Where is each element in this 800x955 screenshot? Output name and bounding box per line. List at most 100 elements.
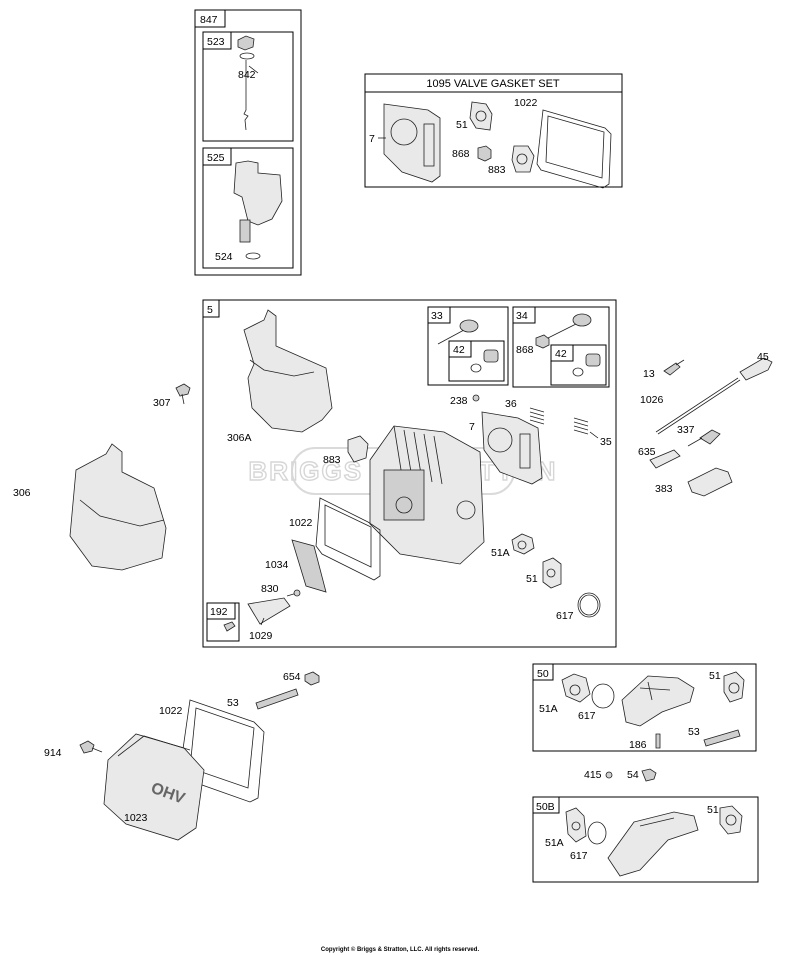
box-523-tag bbox=[202, 31, 232, 50]
box-5-tag bbox=[202, 299, 220, 318]
rocker-cover-gasket bbox=[536, 109, 612, 189]
callout-307: 307 bbox=[153, 397, 171, 409]
washer-415 bbox=[605, 771, 613, 779]
gasket-51a-50 bbox=[561, 673, 591, 703]
tag-42-a: 42 bbox=[453, 344, 465, 356]
intake-gasket-51 bbox=[469, 101, 493, 131]
box-192-tag bbox=[206, 602, 236, 620]
group-50: 50 51A 617 51 53 186 bbox=[532, 663, 757, 752]
valve-seat-b bbox=[585, 353, 601, 367]
fitting-186 bbox=[655, 733, 661, 749]
intake-manifold-50b bbox=[607, 811, 699, 877]
dipstick-o-ring bbox=[239, 52, 255, 60]
stud-53 bbox=[255, 688, 299, 710]
bolt-914 bbox=[79, 740, 95, 754]
gasket-51 bbox=[542, 557, 562, 589]
tag-847: 847 bbox=[200, 14, 218, 26]
callout-7-head: 7 bbox=[469, 421, 475, 433]
callout-914: 914 bbox=[44, 747, 62, 759]
box-50-tag bbox=[532, 663, 554, 681]
exhaust-gasket-883-b bbox=[347, 435, 369, 463]
callout-415: 415 bbox=[584, 769, 602, 781]
rocker-gasket-1022 bbox=[315, 497, 381, 581]
tag-50b: 50B bbox=[536, 801, 555, 813]
group-5: 5 306A 33 42 34 868 42 238 36 bbox=[202, 299, 617, 648]
callout-53-50: 53 bbox=[688, 726, 700, 738]
tag-42-b: 42 bbox=[555, 348, 567, 360]
callout-337: 337 bbox=[677, 424, 695, 436]
gasket-51-50b bbox=[719, 805, 743, 835]
box-523 bbox=[202, 31, 294, 142]
group-50b: 50B 51A 617 51 bbox=[532, 796, 759, 883]
callout-51-50b: 51 bbox=[707, 804, 719, 816]
tag-50: 50 bbox=[537, 668, 549, 680]
callout-54: 54 bbox=[627, 769, 639, 781]
tag-192: 192 bbox=[210, 606, 228, 618]
callout-13: 13 bbox=[643, 368, 655, 380]
callout-36: 36 bbox=[505, 398, 517, 410]
callout-186: 186 bbox=[629, 739, 647, 751]
callout-51a-50: 51A bbox=[539, 703, 558, 715]
tag-33: 33 bbox=[431, 310, 443, 322]
dipstick-tube-neck bbox=[239, 219, 251, 243]
callout-1022-set: 1022 bbox=[514, 97, 538, 109]
callout-617-head: 617 bbox=[556, 610, 574, 622]
box-50b-tag bbox=[532, 796, 560, 814]
callout-1022-head: 1022 bbox=[289, 517, 313, 529]
box-34 bbox=[512, 306, 610, 388]
callout-51-head: 51 bbox=[526, 573, 538, 585]
callout-51-50: 51 bbox=[709, 670, 721, 682]
callout-238: 238 bbox=[450, 395, 468, 407]
screw-192 bbox=[223, 621, 236, 632]
callout-1029: 1029 bbox=[249, 630, 273, 642]
callout-383: 383 bbox=[655, 483, 673, 495]
breather-plate-1034 bbox=[291, 539, 327, 593]
callout-51a-50b: 51A bbox=[545, 837, 564, 849]
tag-5: 5 bbox=[207, 304, 213, 316]
callout-1023: 1023 bbox=[124, 812, 148, 824]
box-50b bbox=[532, 796, 759, 883]
box-5 bbox=[202, 299, 617, 648]
box-42-a bbox=[448, 340, 505, 382]
box-847 bbox=[194, 9, 302, 276]
callout-35: 35 bbox=[600, 436, 612, 448]
exhaust-gasket-883 bbox=[511, 145, 535, 173]
callout-45: 45 bbox=[757, 351, 769, 363]
intake-manifold-50 bbox=[621, 675, 695, 727]
group-1095: 1095 VALVE GASKET SET 7 51 1022 868 883 bbox=[364, 73, 623, 189]
box-34-tag bbox=[512, 306, 536, 324]
box-1095 bbox=[364, 73, 623, 188]
rocker-cover-area: 654 53 1022 OHV 1023 914 bbox=[44, 671, 320, 841]
callout-51a-head: 51A bbox=[491, 547, 510, 559]
exhaust-valve-stem bbox=[547, 323, 577, 339]
dipstick-tube bbox=[233, 160, 283, 226]
tube-o-ring bbox=[245, 252, 261, 260]
bracket-383 bbox=[687, 467, 733, 497]
box-42-b bbox=[550, 344, 607, 386]
box-33 bbox=[427, 306, 509, 386]
seat-washer-a bbox=[470, 363, 482, 373]
copyright: Copyright © Briggs & Stratton, LLC. All … bbox=[321, 946, 480, 953]
tag-523: 523 bbox=[207, 36, 225, 48]
callout-53-cover: 53 bbox=[227, 697, 239, 709]
tag-525: 525 bbox=[207, 152, 225, 164]
head-shroud-306a bbox=[243, 309, 333, 433]
callout-617-50b: 617 bbox=[570, 850, 588, 862]
callout-1026: 1026 bbox=[640, 394, 664, 406]
valve-spring-35 bbox=[573, 417, 589, 435]
stud-53-50 bbox=[703, 729, 741, 747]
seat-washer-b bbox=[572, 367, 584, 377]
callout-830: 830 bbox=[261, 583, 279, 595]
spark-plug-337 bbox=[699, 429, 721, 445]
gasket-51-50 bbox=[723, 671, 745, 703]
right-parts: 13 45 1026 337 635 383 bbox=[638, 351, 773, 497]
callout-1034: 1034 bbox=[265, 559, 289, 571]
callout-842: 842 bbox=[238, 69, 256, 81]
callout-617-50: 617 bbox=[578, 710, 596, 722]
intake-valve-head bbox=[459, 319, 479, 333]
box-847-tag bbox=[194, 9, 226, 28]
push-rod-1026 bbox=[655, 377, 739, 433]
shroud-306 bbox=[69, 443, 167, 571]
box-525 bbox=[202, 147, 294, 269]
